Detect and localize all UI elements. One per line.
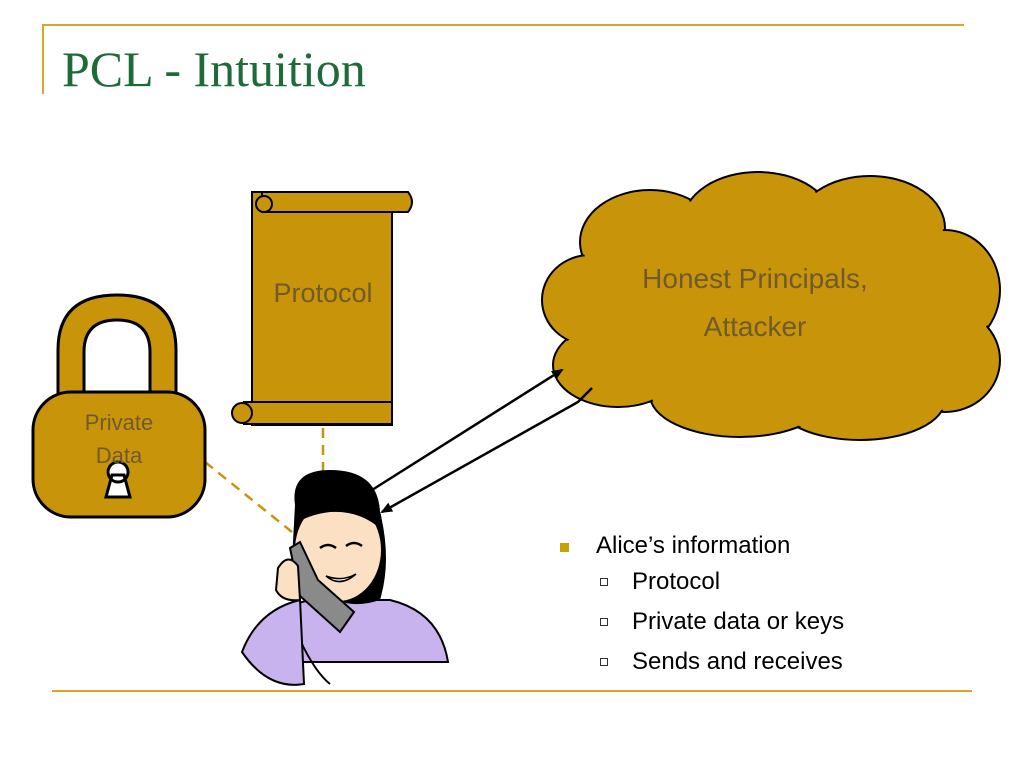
- lock-connector-line: [204, 461, 293, 533]
- scroll-icon: Protocol: [231, 191, 413, 426]
- frame-left-line: [42, 24, 44, 94]
- info-bullet-list: Alice’s information Protocol Private dat…: [560, 530, 844, 682]
- bullet-sub-item: Private data or keys: [560, 602, 844, 642]
- lock-label-line2: Data: [96, 443, 143, 468]
- frame-top-line: [42, 24, 964, 26]
- padlock-icon: Private Data: [31, 293, 207, 519]
- arrow-to-cloud: [371, 368, 564, 492]
- arrow-to-alice: [380, 387, 593, 514]
- bullet-sub-item: Protocol: [560, 562, 844, 602]
- bullet-sub-item: Sends and receives: [560, 642, 844, 682]
- lock-label-line1: Private: [85, 410, 153, 435]
- bullet-main: Alice’s information: [560, 530, 844, 562]
- cloud-icon: Honest Principals, Attacker: [541, 171, 1001, 441]
- frame-bottom-line: [52, 690, 972, 692]
- scroll-label: Protocol: [273, 278, 372, 308]
- keyhole-icon: [104, 460, 132, 499]
- cloud-label-line1: Honest Principals,: [642, 263, 868, 294]
- slide-title: PCL - Intuition: [62, 41, 366, 97]
- cloud-label-line2: Attacker: [704, 311, 807, 342]
- woman-on-phone-icon: [240, 470, 450, 686]
